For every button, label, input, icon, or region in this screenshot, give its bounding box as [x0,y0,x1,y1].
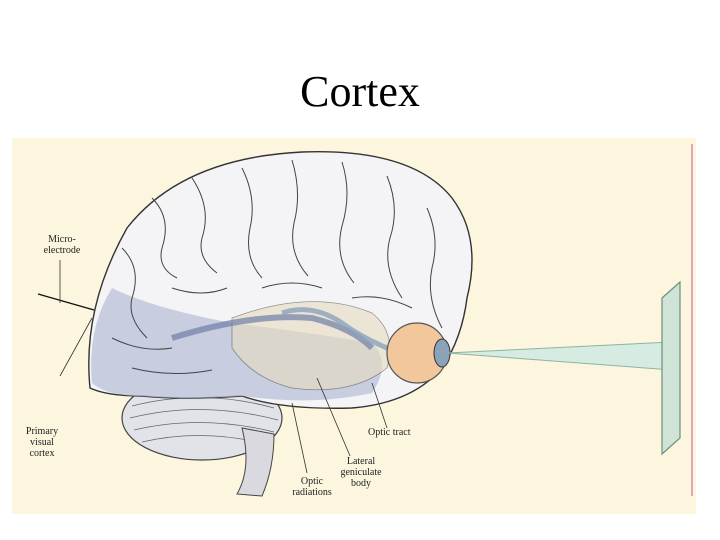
label-primary-visual-cortex: Primary visual cortex [25,426,59,459]
gyri-lines [111,159,443,375]
temporal-lobe [231,301,391,391]
optic-radiations-path [171,314,375,351]
label-optic-tract: Optic tract [368,427,411,438]
light-beam [446,341,673,371]
label-lateral-geniculate-body: Lateral geniculate body [340,456,382,489]
stimulus-screen [661,280,681,456]
label-optic-radiations: Optic radiations [292,476,332,498]
brain-figure: Micro- electrode Primary visual cortex O… [12,138,696,514]
label-microelectrode: Micro- electrode [43,234,81,256]
brain-illustration [37,144,693,497]
eye [386,322,451,384]
slide-title: Cortex [300,67,420,116]
leader-lines [59,260,388,474]
microelectrode-wire [37,293,95,311]
optic-tract-path [281,307,393,353]
brain-stem [236,427,275,497]
